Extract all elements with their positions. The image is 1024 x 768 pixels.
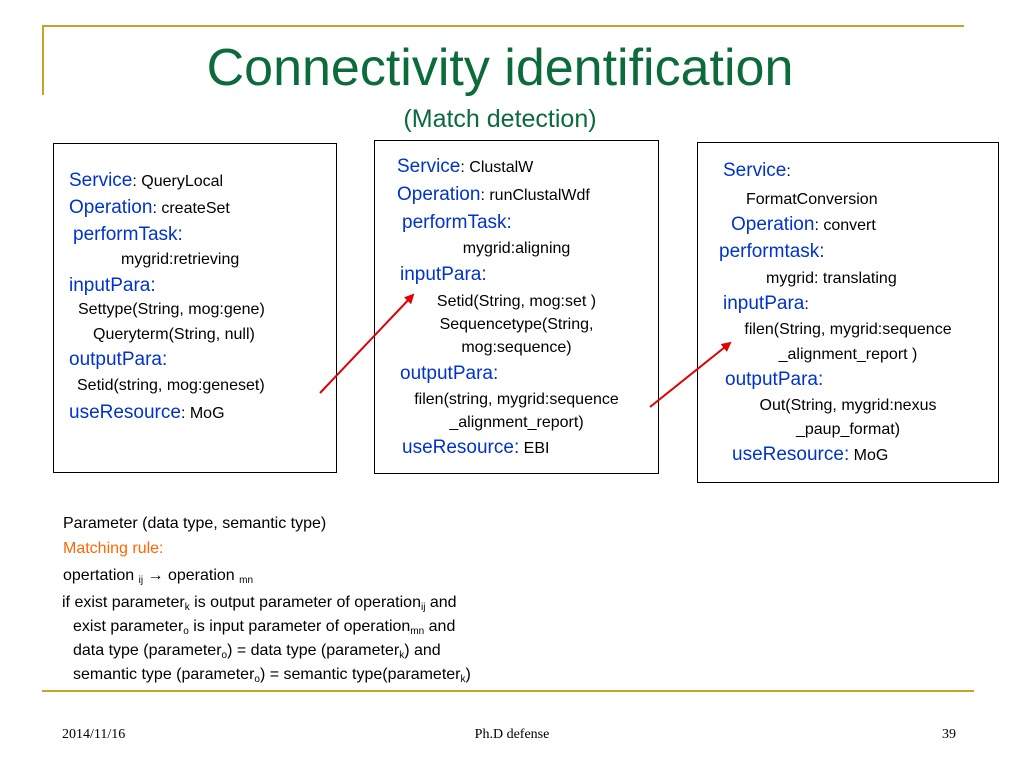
- input-para-value: Sequencetype(String,: [439, 316, 594, 333]
- perform-task-value: mygrid:retrieving: [121, 251, 240, 268]
- perform-task-value: mygrid:aligning: [462, 240, 571, 257]
- footer-date: 2014/11/16: [62, 727, 126, 742]
- input-para-line: inputPara:: [723, 293, 809, 314]
- page-number: 39: [942, 727, 956, 742]
- perform-task-label: performTask:: [402, 212, 512, 233]
- input-para-label: inputPara:: [400, 264, 487, 285]
- parameter-definition: Parameter (data type, semantic type): [63, 515, 327, 532]
- service-value: FormatConversion: [746, 191, 878, 208]
- matching-rule-label: Matching rule:: [63, 540, 164, 557]
- input-para-value: Setid(String, mog:set ): [436, 293, 597, 310]
- output-para-value: filen(string, mygrid:sequence: [414, 391, 619, 408]
- input-para-value: mog:sequence): [461, 339, 572, 356]
- rule-condition-4: semantic type (parametero) = semantic ty…: [73, 666, 471, 685]
- rule-condition-3: data type (parametero) = data type (para…: [73, 642, 441, 661]
- operation-line: Operation: runClustalWdf: [397, 184, 590, 205]
- service-box-querylocal: Service: QueryLocal Operation: createSet…: [53, 143, 337, 473]
- output-para-label: outputPara:: [725, 369, 824, 390]
- input-para-value: _alignment_report ): [778, 346, 918, 363]
- output-para-label: outputPara:: [400, 363, 499, 384]
- use-resource-line: useResource: MoG: [69, 402, 225, 423]
- input-para-value: Settype(String, mog:gene): [78, 301, 265, 318]
- perform-task-label: performtask:: [719, 241, 825, 262]
- service-box-formatconversion: Service: FormatConversion Operation: con…: [697, 142, 999, 483]
- service-line: Service: QueryLocal: [69, 170, 224, 191]
- input-para-value: Queryterm(String, null): [93, 326, 255, 343]
- rule-condition-2: exist parametero is input parameter of o…: [73, 618, 456, 637]
- rule-condition-1: if exist parameterk is output parameter …: [62, 594, 457, 613]
- output-para-value: _alignment_report): [449, 414, 584, 431]
- output-para-value: _paup_format): [795, 421, 901, 438]
- operation-mapping: opertation ij → operation mn: [63, 567, 254, 586]
- perform-task-label: performTask:: [73, 224, 183, 245]
- accent-rule-bottom: [42, 690, 974, 692]
- output-para-value: Setid(string, mog:geneset): [77, 377, 265, 394]
- accent-rule-left: [42, 25, 44, 95]
- operation-line: Operation: createSet: [69, 197, 230, 218]
- service-line: Service: ClustalW: [397, 156, 534, 177]
- service-box-clustalw: Service: ClustalW Operation: runClustalW…: [374, 140, 659, 474]
- service-line: Service:: [723, 160, 791, 181]
- footer-title: Ph.D defense: [474, 727, 550, 742]
- perform-task-value: mygrid: translating: [766, 270, 897, 287]
- input-para-label: inputPara:: [69, 275, 156, 296]
- output-para-value: Out(String, mygrid:nexus: [759, 397, 937, 414]
- slide-title: Connectivity identification: [206, 39, 794, 97]
- use-resource-line: useResource: MoG: [732, 444, 889, 465]
- use-resource-line: useResource: EBI: [402, 437, 550, 458]
- slide-subtitle: (Match detection): [403, 105, 597, 133]
- output-para-label: outputPara:: [69, 349, 168, 370]
- input-para-value: filen(String, mygrid:sequence: [744, 321, 952, 338]
- operation-line: Operation: convert: [731, 214, 876, 235]
- accent-rule-top: [42, 25, 964, 27]
